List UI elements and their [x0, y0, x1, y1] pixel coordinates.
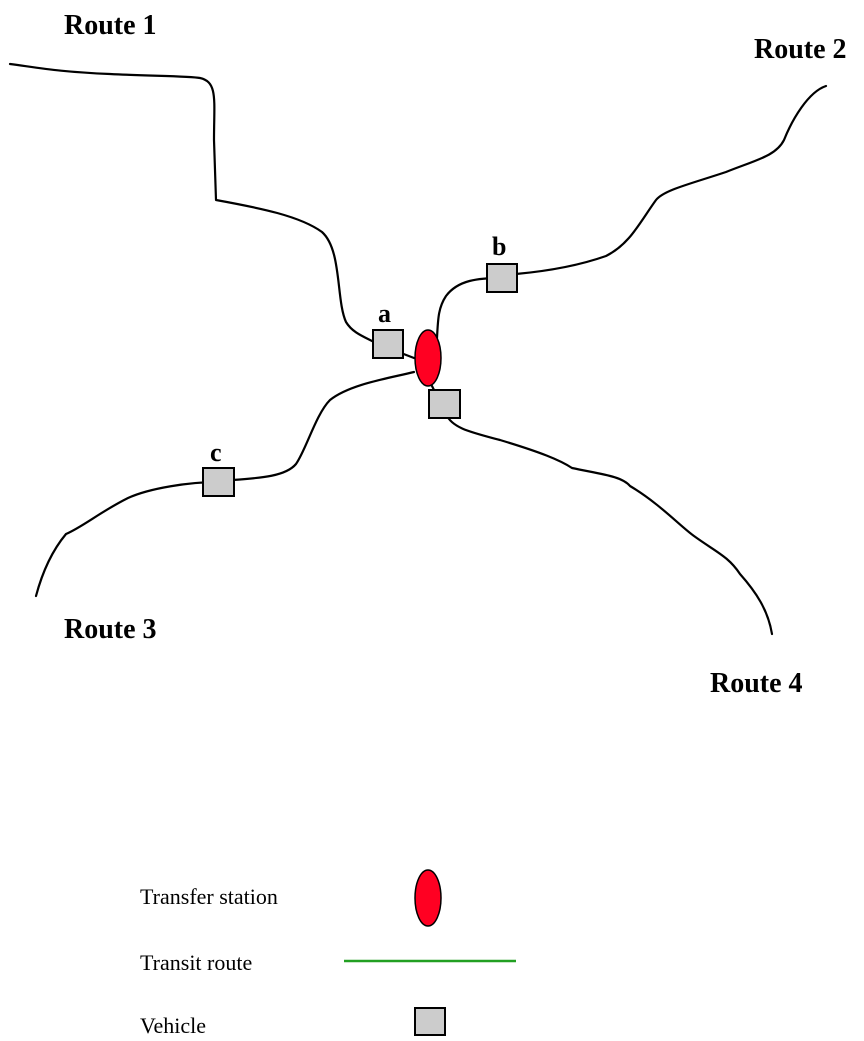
route-4-line — [430, 384, 774, 636]
legend: Transfer station Transit route Vehicle — [140, 869, 516, 1038]
vehicle-c-label: c — [210, 438, 222, 467]
legend-route-label: Transit route — [140, 950, 252, 975]
legend-vehicle-label: Vehicle — [140, 1013, 206, 1038]
vehicle-a — [372, 329, 404, 359]
route-2-label: Route 2 — [754, 34, 847, 65]
vehicle-b-label: b — [492, 232, 506, 261]
transfer-station — [414, 329, 442, 387]
route-1-label: Route 1 — [64, 10, 157, 41]
route-2-line — [435, 84, 828, 340]
vehicle-a-label: a — [378, 299, 391, 328]
vehicle-b — [486, 263, 518, 293]
route-1-line — [8, 62, 416, 360]
legend-station-symbol — [414, 869, 442, 927]
vehicle-unlabeled — [428, 389, 461, 419]
legend-station-label: Transfer station — [140, 884, 278, 909]
legend-vehicle-symbol — [414, 1007, 446, 1036]
route-4-label: Route 4 — [710, 668, 803, 699]
route-3-label: Route 3 — [64, 614, 157, 645]
vehicle-c — [202, 467, 235, 497]
